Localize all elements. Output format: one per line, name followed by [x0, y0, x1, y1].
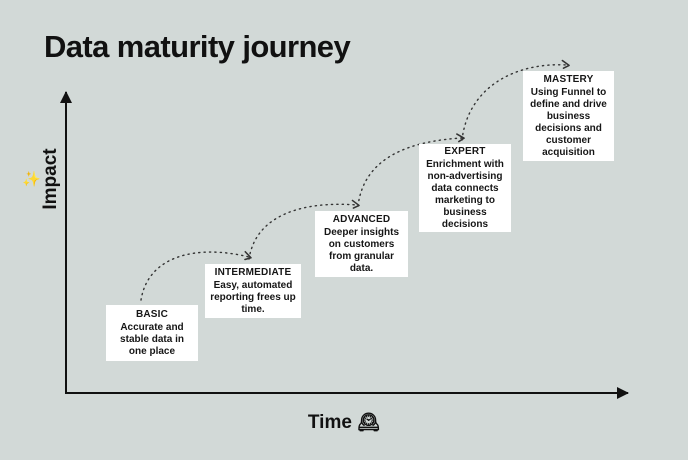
sparkles-icon: ✨	[22, 170, 41, 188]
stage-card-basic[interactable]: BASIC Accurate and stable data in one pl…	[106, 305, 198, 361]
stage-description: Accurate and stable data in one place	[120, 321, 184, 357]
stage-card-advanced[interactable]: ADVANCED Deeper insights on customers fr…	[315, 211, 408, 277]
stage-description: Easy, automated reporting frees up time.	[210, 279, 296, 315]
stage-description: Using Funnel to define and drive busines…	[530, 86, 607, 158]
stage-title: ADVANCED	[332, 213, 391, 225]
stage-description: Deeper insights on customers from granul…	[323, 226, 400, 274]
page-title: Data maturity journey	[44, 29, 351, 64]
stage-title: INTERMEDIATE	[214, 266, 292, 278]
stage-card-expert[interactable]: EXPERT Enrichment with non-advertising d…	[419, 144, 511, 232]
stage-title: MASTERY	[543, 73, 594, 85]
clock-icon: 🕰	[357, 412, 381, 433]
stage-description: Enrichment with non-advertising data con…	[426, 158, 504, 230]
stage-title: EXPERT	[444, 145, 486, 157]
x-axis-label: Time 🕰	[0, 412, 688, 434]
x-axis-label-text: Time	[307, 412, 352, 433]
stage-card-mastery[interactable]: MASTERY Using Funnel to define and drive…	[523, 71, 614, 161]
y-axis-label-text: Impact	[40, 148, 61, 210]
stage-title: BASIC	[135, 308, 169, 320]
y-axis-label: Impact	[40, 124, 62, 234]
stage-card-intermediate[interactable]: INTERMEDIATE Easy, automated reporting f…	[205, 264, 301, 318]
